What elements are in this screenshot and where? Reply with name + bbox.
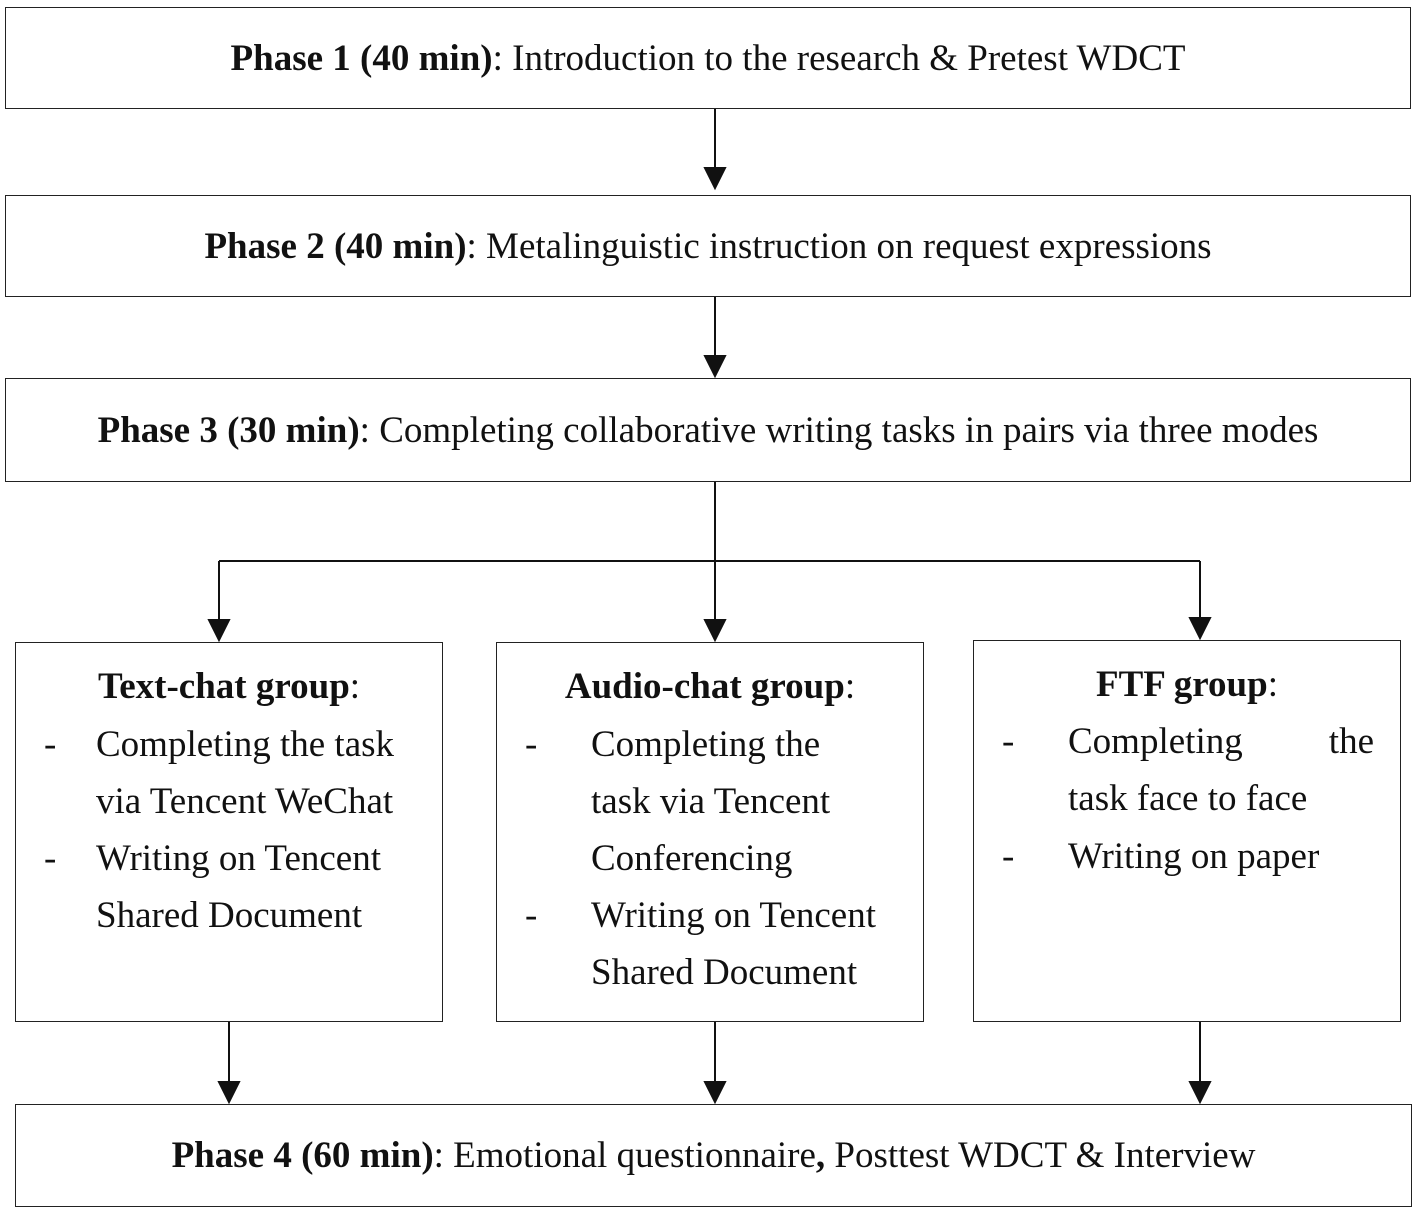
ftf-group-colon: : [1267, 664, 1278, 705]
audio-chat-bullet-dash-1: - [525, 724, 538, 765]
phase1-separator: : [492, 37, 513, 79]
phase4-separator: : [433, 1135, 454, 1176]
audio-chat-line-1: Completing the [591, 724, 821, 765]
text-chat-line-4: Shared Document [96, 895, 363, 936]
phase1-box: Phase 1 (40 min): Introduction to the re… [5, 7, 1411, 109]
ftf-line-1: Completing the [1068, 720, 1374, 763]
phase3-label: Phase 3 (30 min) [97, 409, 360, 451]
phase2-content: Phase 2 (40 min): Metalinguistic instruc… [204, 225, 1211, 268]
text-chat-group-name: Text-chat group [97, 666, 350, 707]
text-chat-group-title: Text-chat group: [16, 665, 442, 708]
audio-chat-group-title: Audio-chat group: [497, 665, 923, 708]
text-chat-group-colon: : [349, 666, 361, 707]
phase4-label: Phase 4 (60 min) [171, 1135, 434, 1176]
phase4-content: Phase 4 (60 min): Emotional questionnair… [172, 1134, 1256, 1177]
phase2-separator: : [466, 225, 487, 267]
phase4-box: Phase 4 (60 min): Emotional questionnair… [15, 1104, 1412, 1207]
audio-chat-bullet-dash-2: - [525, 895, 538, 936]
phase2-box: Phase 2 (40 min): Metalinguistic instruc… [5, 195, 1411, 297]
ftf-bullet-dash-1: - [1002, 721, 1015, 762]
phase3-separator: : [359, 409, 380, 451]
phase3-box: Phase 3 (30 min): Completing collaborati… [5, 378, 1411, 482]
ftf-line-1-right: the [1328, 721, 1374, 762]
audio-chat-line-2: task via Tencent [591, 781, 831, 822]
phase4-text-1: Emotional questionnaire [453, 1135, 816, 1176]
ftf-line-1-left: Completing [1068, 721, 1243, 762]
text-chat-line-1: Completing the task [96, 724, 395, 765]
ftf-group-box: FTF group: - Completing the task face to… [973, 640, 1401, 1022]
phase1-text: Introduction to the research & Pretest W… [512, 37, 1186, 79]
ftf-line-2: task face to face [1068, 778, 1308, 819]
phase1-content: Phase 1 (40 min): Introduction to the re… [231, 37, 1186, 80]
phase3-text: Completing collaborative writing tasks i… [379, 409, 1319, 451]
text-chat-group-box: Text-chat group: - Completing the task v… [15, 642, 443, 1022]
text-chat-line-3: Writing on Tencent [96, 838, 381, 879]
audio-chat-group-box: Audio-chat group: - Completing the task … [496, 642, 924, 1022]
phase2-label: Phase 2 (40 min) [204, 225, 467, 267]
phase3-content: Phase 3 (30 min): Completing collaborati… [98, 409, 1319, 452]
audio-chat-group-colon: : [844, 666, 856, 707]
phase4-text-2: Posttest WDCT & Interview [825, 1135, 1256, 1176]
audio-chat-line-3: Conferencing [591, 838, 793, 879]
phase1-label: Phase 1 (40 min) [230, 37, 493, 79]
ftf-bullet-dash-2: - [1002, 836, 1015, 877]
ftf-group-title: FTF group: [974, 663, 1400, 706]
audio-chat-group-name: Audio-chat group [564, 666, 845, 707]
text-chat-bullet-dash-2: - [44, 838, 57, 879]
ftf-group-name: FTF group [1096, 664, 1268, 705]
phase2-text: Metalinguistic instruction on request ex… [486, 225, 1212, 267]
text-chat-line-2: via Tencent WeChat [96, 781, 394, 822]
phase4-comma: , [815, 1135, 826, 1176]
text-chat-bullet-dash-1: - [44, 724, 57, 765]
audio-chat-line-5: Shared Document [591, 952, 858, 993]
ftf-line-3: Writing on paper [1068, 836, 1320, 877]
audio-chat-line-4: Writing on Tencent [591, 895, 876, 936]
